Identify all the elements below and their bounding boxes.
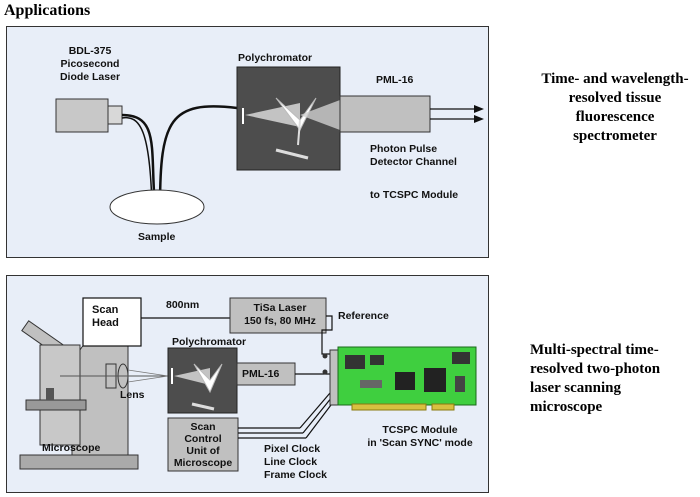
page-title: Applications [4,2,91,19]
microscope-caption: Multi-spectral time- resolved two-photon… [530,341,695,417]
scan-control-line: Unit of [186,445,220,457]
spectrometer-caption: Time- and wavelength- resolved tissue fl… [535,70,695,146]
wavelength-label: 800nm [166,299,200,311]
pml-label: PML-16 [376,74,414,86]
caption-line: fluorescence [575,109,655,125]
caption-line: resolved two-photon [530,361,661,377]
pml-2-label: PML-16 [242,368,280,380]
laser-label-line: Diode Laser [59,71,121,83]
caption-line: spectrometer [573,128,657,144]
tcspc-line: TCSPC Module [382,424,458,436]
fiber-3 [121,116,153,208]
scan-head-label: Scan Head [92,304,119,330]
detector-label: Photon Pulse Detector Channel [370,143,457,169]
caption-line: Time- and wavelength- [541,71,689,87]
laser-label-line: Picosecond [60,58,120,70]
to-module-label: to TCSPC Module [370,189,459,201]
reference-label: Reference [338,310,389,322]
clocks-label: Pixel Clock Line Clock Frame Clock [264,443,327,482]
scan-control-line: Microscope [173,457,233,469]
pml-box [339,95,431,133]
detector-label-line: Photon Pulse [370,143,438,155]
scan-head-line: Head [92,317,119,329]
laser-box [55,98,109,133]
caption-line: resolved tissue [568,90,662,106]
sample-dish [109,189,205,225]
scan-control-line: Scan [190,421,216,433]
microscope-base [19,454,139,470]
fiber-1 [121,113,157,208]
sample-label: Sample [138,231,176,243]
tisa-line: TiSa Laser [253,302,307,314]
tisa-label: TiSa Laser 150 fs, 80 MHz [240,302,320,328]
scan-head-box [82,297,142,347]
clock-line: Frame Clock [264,469,328,481]
detector-label-line: Detector Channel [370,156,457,168]
caption-line: laser scanning [530,380,621,396]
scan-control-box [167,417,239,472]
polychromator-label: Polychromator [238,52,313,64]
clock-line: Pixel Clock [264,443,321,455]
clock-line: Line Clock [264,456,318,468]
lens-label: Lens [120,389,145,401]
laser-label: BDL-375 Picosecond Diode Laser [40,45,140,84]
tisa-box [229,297,327,334]
tcspc-label: TCSPC Module in 'Scan SYNC' mode [360,424,480,450]
polychromator-2-label: Polychromator [172,336,247,348]
caption-line: Multi-spectral time- [530,342,659,358]
tcspc-line: in 'Scan SYNC' mode [367,437,473,449]
fiber-2 [158,105,238,208]
tisa-line: 150 fs, 80 MHz [244,315,316,327]
scan-control-line: Control [184,433,222,445]
board-bracket [329,349,339,406]
caption-line: microscope [530,399,603,415]
microscope-label: Microscope [42,442,101,454]
laser-label-line: BDL-375 [68,45,112,57]
microscope-stage [25,399,87,411]
scan-control-label: Scan Control Unit of Microscope [172,421,234,469]
scan-head-line: Scan [92,304,119,316]
